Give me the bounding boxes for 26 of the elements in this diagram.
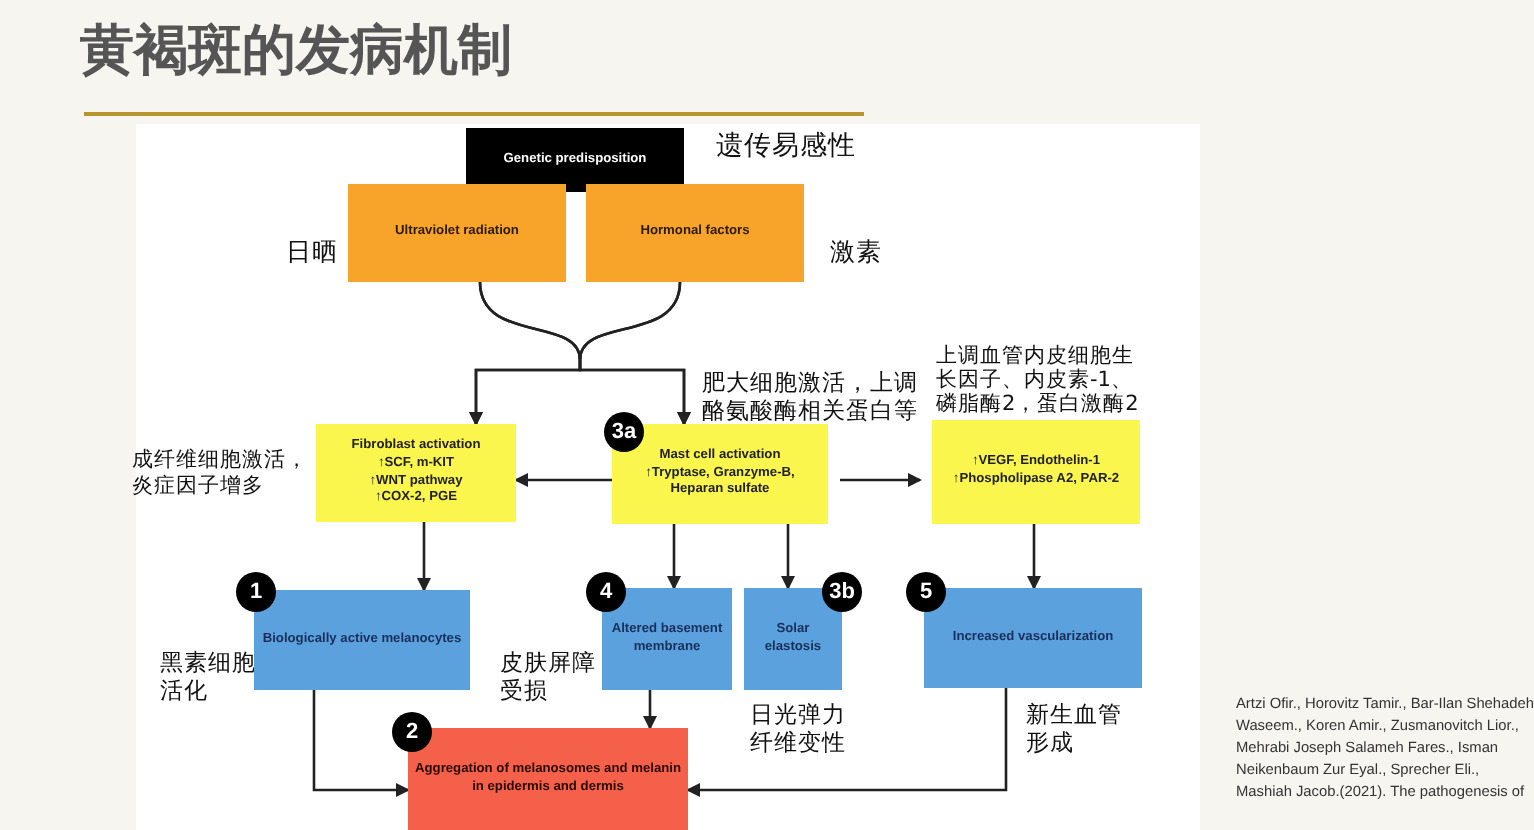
annotation-text: 日光弹力纤维变性 (750, 700, 848, 758)
factor-box (586, 184, 804, 282)
arrow (667, 524, 681, 590)
annotation-text: 日晒 (286, 236, 340, 268)
process-box (932, 420, 1140, 524)
arrow (781, 524, 795, 590)
arrow (643, 690, 657, 730)
arrow (417, 522, 431, 592)
annotation-text: 成纤维细胞激活，炎症因子增多 (132, 448, 310, 501)
annotation-text: 黑素细胞活化 (160, 648, 256, 706)
arrow (686, 688, 1008, 797)
process-box (612, 424, 828, 524)
annotation-text: 新生血管形成 (1026, 700, 1124, 758)
arrow (578, 281, 691, 426)
arrow (1027, 524, 1041, 590)
annotation-text: 遗传易感性 (716, 130, 858, 164)
process-box (316, 424, 516, 522)
annotation-text: 肥大细胞激活，上调酪氨酸酶相关蛋白等 (702, 368, 918, 426)
arrow (840, 473, 922, 487)
title: 黄褐斑的发病机制 (80, 18, 512, 86)
arrow (514, 473, 612, 487)
arrow (312, 690, 410, 797)
annotation-text: 皮肤屏障受损 (500, 648, 598, 706)
factor-box (348, 184, 566, 282)
annotation-text: 上调血管内皮细胞生长因子、内皮素-1、磷脂酶2，蛋白激酶2 (936, 344, 1141, 417)
annotation-text: 激素 (830, 236, 884, 268)
